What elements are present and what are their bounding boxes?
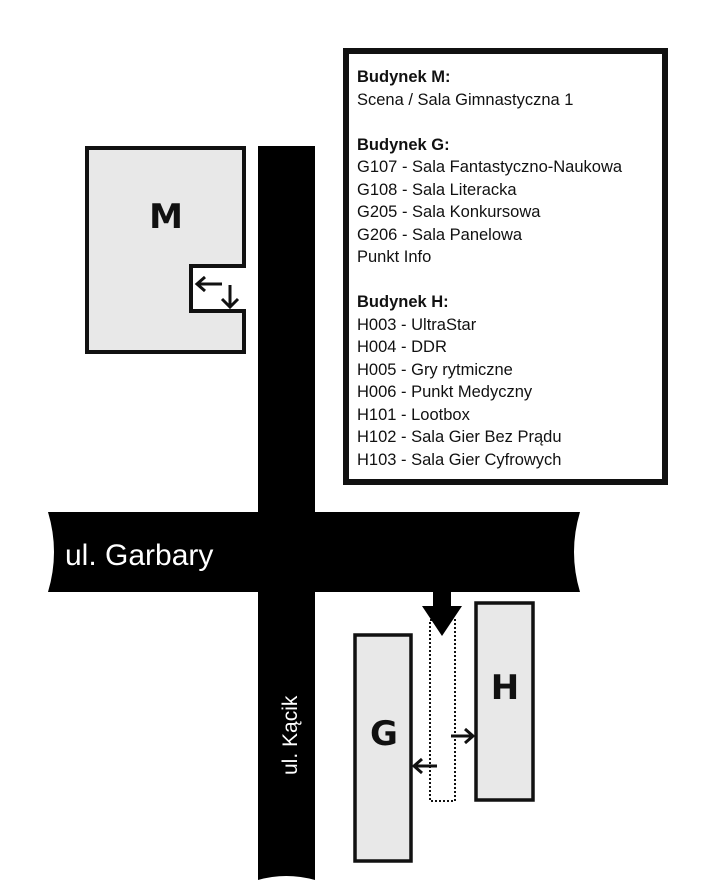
- entrance-arrow-left-icon: [194, 275, 222, 293]
- building-m-label: M: [149, 197, 183, 237]
- legend-section-g: Budynek G: G107 - Sala Fantastyczno-Nauk…: [357, 134, 622, 269]
- arrow-to-g-icon: [411, 757, 437, 775]
- legend-section-m: Budynek M: Scena / Sala Gimnastyczna 1: [357, 66, 622, 111]
- legend-item: G205 - Sala Konkursowa: [357, 203, 541, 221]
- street-label-kacik: ul. Kącik: [279, 695, 302, 775]
- legend-box: Budynek M: Scena / Sala Gimnastyczna 1 B…: [343, 48, 668, 485]
- legend-item: H103 - Sala Gier Cyfrowych: [357, 450, 562, 469]
- legend-item: Scena / Sala Gimnastyczna 1: [357, 90, 574, 109]
- legend-item: H101 - Lootbox: [357, 405, 470, 424]
- building-h-label: H: [491, 668, 519, 708]
- legend-item: H102 - Sala Gier Bez Prądu: [357, 428, 562, 446]
- legend-item: Punkt Info: [357, 248, 432, 266]
- street-label-garbary: ul. Garbary: [65, 539, 213, 572]
- legend-heading: Budynek G:: [357, 135, 450, 154]
- building-g: [353, 633, 413, 863]
- legend-section-h: Budynek H: H003 - UltraStar H004 - DDR H…: [357, 291, 622, 471]
- arrow-to-h-icon: [451, 727, 476, 745]
- legend-heading: Budynek M:: [357, 68, 451, 86]
- legend-item: G206 - Sala Panelowa: [357, 225, 523, 244]
- entrance-arrow-down-icon: [220, 285, 240, 310]
- road-ul-garbary: [48, 512, 580, 592]
- walkway-path: [429, 619, 456, 802]
- building-h: [474, 601, 535, 802]
- legend-item: H005 - Gry rytmiczne: [357, 360, 513, 379]
- legend-item: G108 - Sala Literacka: [357, 180, 517, 199]
- entry-arrow-down-icon: [422, 592, 462, 636]
- legend-item: H004 - DDR: [357, 338, 447, 356]
- legend-heading: Budynek H:: [357, 293, 449, 311]
- legend-item: H003 - UltraStar: [357, 315, 477, 334]
- building-m: [85, 146, 246, 354]
- legend-item: H006 - Punkt Medyczny: [357, 383, 533, 401]
- building-g-label: G: [370, 714, 398, 754]
- legend-item: G107 - Sala Fantastyczno-Naukowa: [357, 158, 623, 176]
